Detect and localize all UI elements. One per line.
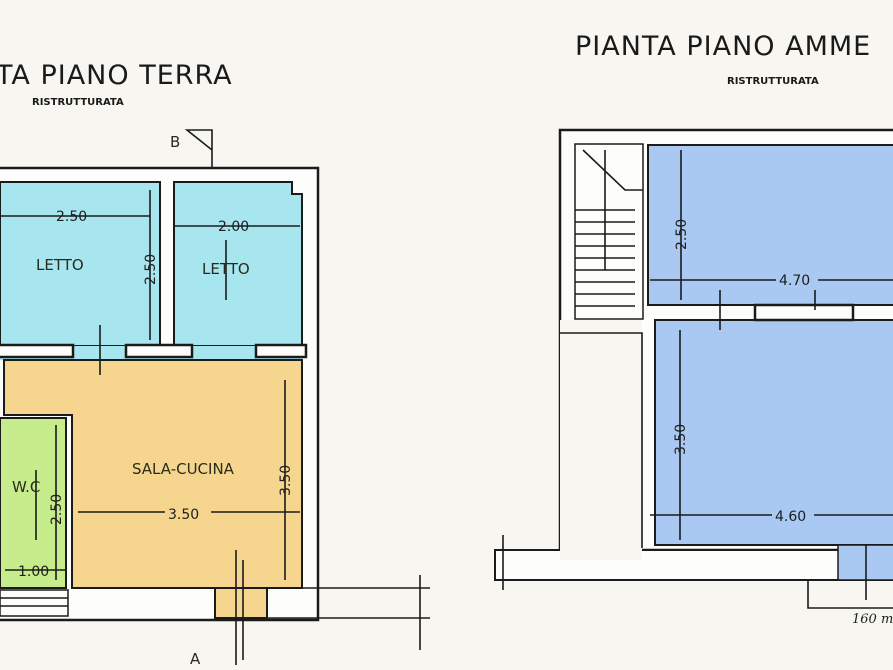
ground-floor-plan: TA PIANO TERRA RISTRUTTURATA B A 2.50 2.… xyxy=(0,60,430,668)
partition-wall xyxy=(0,343,75,359)
ground-floor-title: TA PIANO TERRA xyxy=(0,60,233,91)
wc xyxy=(0,417,67,589)
step-lines xyxy=(0,597,68,607)
bedroom-1 xyxy=(0,181,161,347)
lower-wall xyxy=(494,549,893,581)
wc-label: W.C xyxy=(12,478,40,496)
handwritten-note: 160 m xyxy=(852,612,893,627)
upper-floor-title: PIANTA PIANO AMME xyxy=(575,31,871,62)
wc-width: 1.00 xyxy=(18,564,49,580)
bedroom-2-width: 2.00 xyxy=(218,219,249,235)
upper-room-2-depth: 3.50 xyxy=(673,424,689,455)
bedroom-2-label: LETTO xyxy=(202,260,250,278)
upper-floor-plan: PIANTA PIANO AMME RISTRUTTURATA 2.50 4.7… xyxy=(494,31,893,627)
bedroom-1-label: LETTO xyxy=(36,256,84,274)
dimension-lines xyxy=(502,150,893,609)
exterior-lines xyxy=(235,550,430,665)
dim-bg xyxy=(165,505,211,521)
upper-room-1 xyxy=(647,144,893,306)
bedroom-1-width: 2.50 xyxy=(56,209,87,225)
wall-edge xyxy=(560,332,643,548)
living-kitchen-depth: 3.50 xyxy=(278,465,294,496)
upper-room-1-width: 4.70 xyxy=(779,273,810,289)
living-kitchen-label: SALA-CUCINA xyxy=(132,460,235,478)
partition-wall xyxy=(254,343,308,359)
living-kitchen-width: 3.50 xyxy=(168,507,199,523)
upper-room-2-width: 4.60 xyxy=(775,509,806,525)
outside-area xyxy=(560,320,642,560)
staircase xyxy=(574,143,644,320)
ground-floor-subtitle: RISTRUTTURATA xyxy=(32,97,124,108)
bedroom-1-depth: 2.50 xyxy=(143,254,159,285)
partition-wall xyxy=(753,303,855,322)
living-kitchen xyxy=(3,359,303,589)
section-mark-b: B xyxy=(170,133,180,151)
section-mark-a: A xyxy=(190,650,201,668)
upper-room-1-depth: 2.50 xyxy=(674,219,690,250)
dim-bg xyxy=(776,272,818,288)
wc-depth: 2.50 xyxy=(49,494,65,525)
steps xyxy=(0,589,69,617)
upper-floor-subtitle: RISTRUTTURATA xyxy=(727,76,819,87)
partition-wall xyxy=(124,343,194,359)
stair-treads xyxy=(575,149,643,307)
entrance-door xyxy=(214,587,268,619)
dim-bg xyxy=(772,507,814,523)
